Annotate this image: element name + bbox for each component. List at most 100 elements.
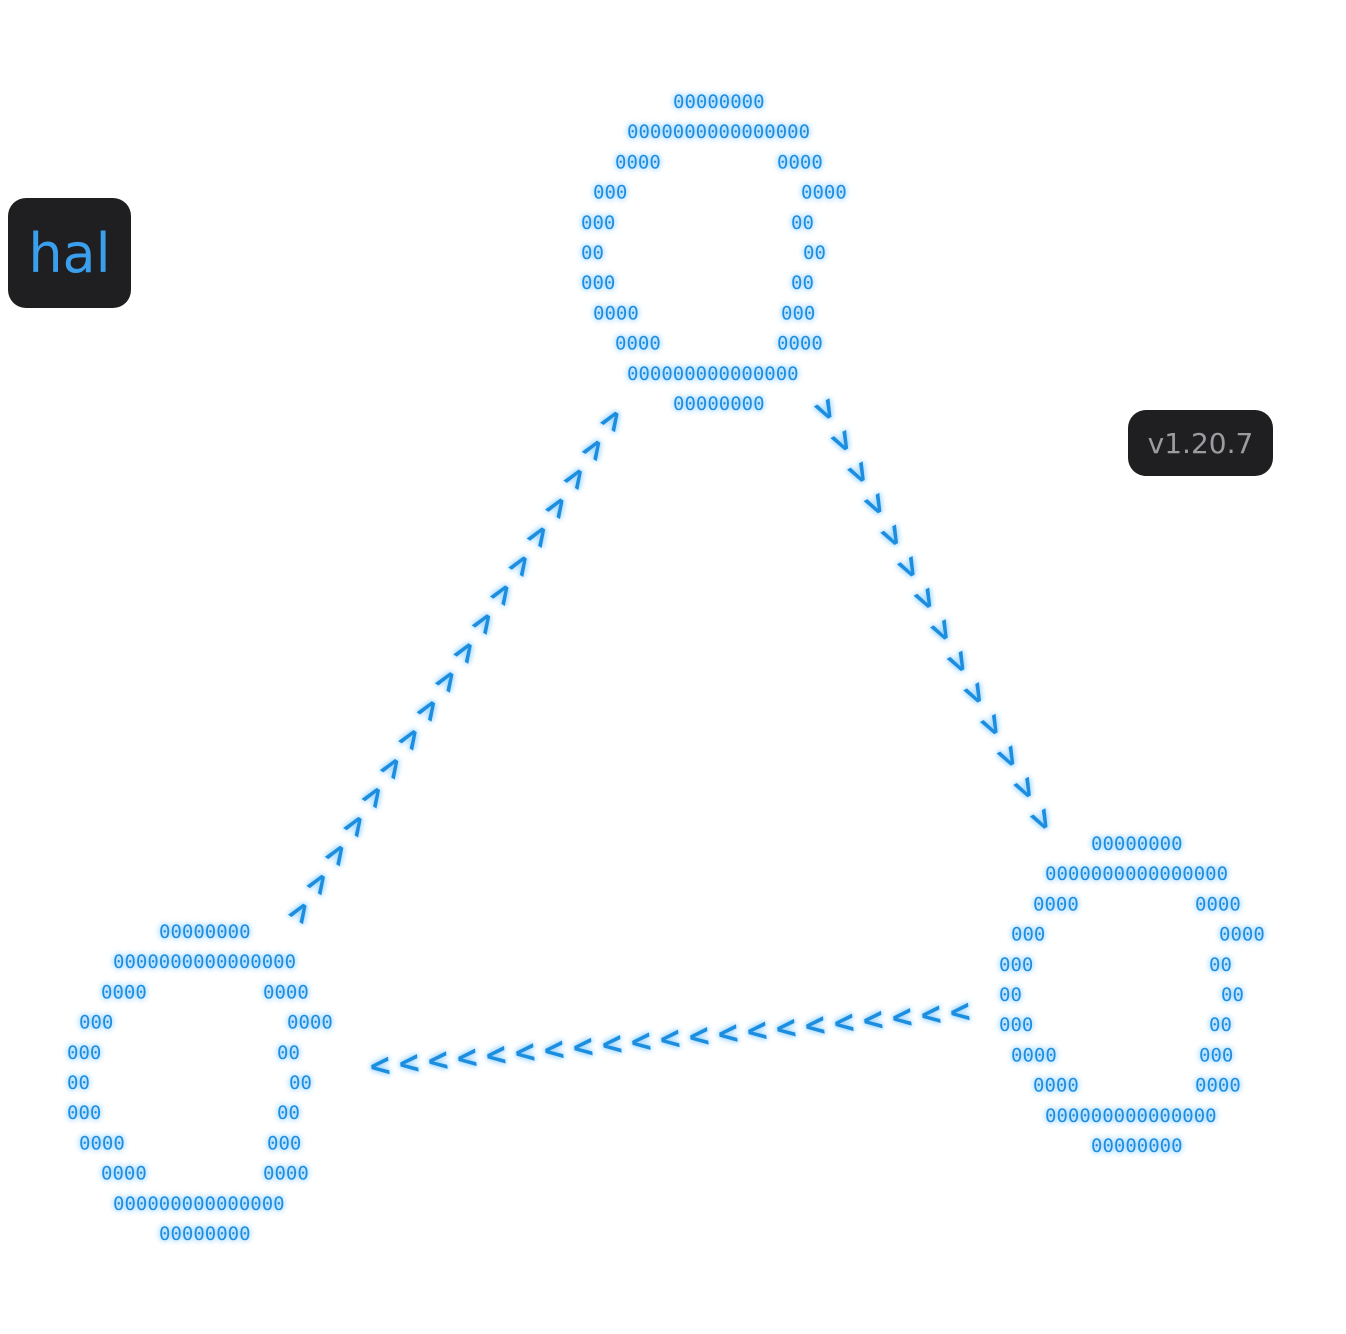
node-ring-row: 00000000	[1091, 1135, 1183, 1157]
arrow-chevron: <	[513, 1032, 537, 1074]
node-ring-row-left: 000	[67, 1102, 101, 1124]
arrow-chevron: >	[804, 392, 849, 429]
arrow-chevron: >	[887, 549, 932, 586]
arrow-chevron: >	[970, 707, 1015, 744]
arrow-chevron: >	[424, 661, 469, 700]
node-ring-row: 000000000000000	[627, 363, 799, 385]
arrow-right-to-left: <<<<<<<<<<<<<<<<<<<<<	[368, 991, 972, 1087]
node-ring-row-left: 000	[79, 1012, 113, 1034]
node-ring-row-left: 000	[1011, 924, 1045, 946]
arrow-chevron: <	[629, 1021, 653, 1063]
node-ring-row-left: 000	[67, 1042, 101, 1064]
node-ring-row-left: 000	[593, 182, 627, 204]
node-ring-row-left: 00	[67, 1072, 90, 1094]
node-ring-row-right: 00	[1221, 984, 1244, 1006]
arrow-chevron: >	[278, 893, 323, 932]
node-ring-row: 0000000000000000	[113, 951, 296, 973]
node-ring-row: 0000000000000000	[627, 121, 810, 143]
arrow-chevron: <	[687, 1015, 711, 1057]
node-ring-row-right: 00	[803, 242, 826, 264]
arrow-chevron: <	[600, 1024, 624, 1066]
node-ring-row: 00000000	[673, 91, 765, 113]
arrow-top-to-right: >>>>>>>>>>>>>>	[804, 392, 1065, 839]
arrow-chevron: <	[919, 994, 943, 1036]
node-ring-row-right: 0000	[1195, 1075, 1241, 1097]
arrow-chevron: <	[832, 1002, 856, 1044]
arrow-chevron: >	[936, 644, 981, 681]
arrow-chevron: <	[484, 1034, 508, 1076]
arrow-chevron: >	[516, 516, 561, 555]
arrow-chevron: >	[953, 675, 998, 712]
arrow-chevron: >	[553, 459, 598, 498]
arrow-chevron: <	[803, 1005, 827, 1047]
arrow-chevron: >	[314, 835, 359, 874]
node-ring-row-right: 0000	[1195, 893, 1241, 915]
arrow-chevron: >	[498, 545, 543, 584]
node-ring-row-right: 0000	[777, 333, 823, 355]
node-ring-row: 000000000000000	[113, 1193, 285, 1215]
node-ring-row-left: 00	[581, 242, 604, 264]
node-ring-row-right: 0000	[801, 182, 847, 204]
arrow-chevron: >	[820, 423, 865, 460]
node-ring-row-left: 0000	[79, 1132, 125, 1154]
node-ring-row-right: 00	[791, 272, 814, 294]
arrow-chevron: <	[716, 1013, 740, 1055]
arrow-chevron: >	[296, 864, 341, 903]
version-badge: v1.20.7	[1128, 410, 1273, 476]
arrow-chevron: >	[837, 455, 882, 492]
arrow-chevron: <	[658, 1018, 682, 1060]
node-ring-row-right: 00	[791, 212, 814, 234]
arrow-chevron: >	[480, 574, 525, 613]
node-ring-row: 00000000	[1091, 833, 1183, 855]
node-ring-row-right: 00	[1209, 954, 1232, 976]
arrow-chevron: <	[948, 991, 972, 1033]
version-text: v1.20.7	[1147, 426, 1254, 460]
node-ring-row-right: 00	[277, 1102, 300, 1124]
node-ring-row-left: 0000	[101, 981, 147, 1003]
arrow-chevron: >	[986, 739, 1031, 776]
node-ring-row-right: 0000	[287, 1012, 333, 1034]
arrow-left-to-top: >>>>>>>>>>>>>>>>>>	[278, 401, 635, 932]
arrow-chevron: >	[1003, 770, 1048, 807]
node-ring-row-right: 000	[1199, 1044, 1233, 1066]
arrow-chevron: <	[368, 1045, 392, 1087]
node-ring-row: 00000000	[673, 393, 765, 415]
arrow-chevron: >	[1020, 802, 1065, 839]
node-ring-row-right: 0000	[777, 151, 823, 173]
arrow-chevron: >	[535, 487, 580, 526]
arrow-chevron: <	[745, 1010, 769, 1052]
node-ring-row: 000000000000000	[1045, 1105, 1217, 1127]
node-ring-row: 00000000	[159, 921, 251, 943]
node-ring-row: 0000000000000000	[1045, 863, 1228, 885]
arrow-chevron: >	[333, 806, 378, 845]
arrow-chevron: <	[890, 997, 914, 1039]
arrow-chevron: >	[920, 612, 965, 649]
arrow-chevron: >	[590, 401, 635, 440]
arrow-chevron: >	[870, 518, 915, 555]
arrow-chevron: <	[397, 1042, 421, 1084]
arrow-chevron: <	[571, 1026, 595, 1068]
arrow-chevron: <	[542, 1029, 566, 1071]
node-ring-row: 00000000	[159, 1223, 251, 1245]
node-ring-row-right: 000	[267, 1132, 301, 1154]
arrow-chevron: <	[426, 1040, 450, 1082]
node-ring-row-left: 000	[999, 954, 1033, 976]
arrow-chevron: <	[774, 1007, 798, 1049]
node-ring-row-right: 0000	[263, 1163, 309, 1185]
arrow-chevron: >	[388, 719, 433, 758]
node-ring-row-right: 00	[1209, 1014, 1232, 1036]
arrow-chevron: <	[861, 999, 885, 1041]
arrow-chevron: >	[461, 603, 506, 642]
arrow-chevron: >	[853, 486, 898, 523]
node-ring-row-left: 0000	[101, 1163, 147, 1185]
node-ring-row-left: 0000	[615, 333, 661, 355]
arrow-chevron: >	[369, 748, 414, 787]
node-ring-row-right: 00	[277, 1042, 300, 1064]
arrow-chevron: <	[455, 1037, 479, 1079]
node-ring-row-left: 000	[581, 272, 615, 294]
node-ring-row-left: 0000	[1033, 893, 1079, 915]
node-ring-row-left: 0000	[1033, 1075, 1079, 1097]
